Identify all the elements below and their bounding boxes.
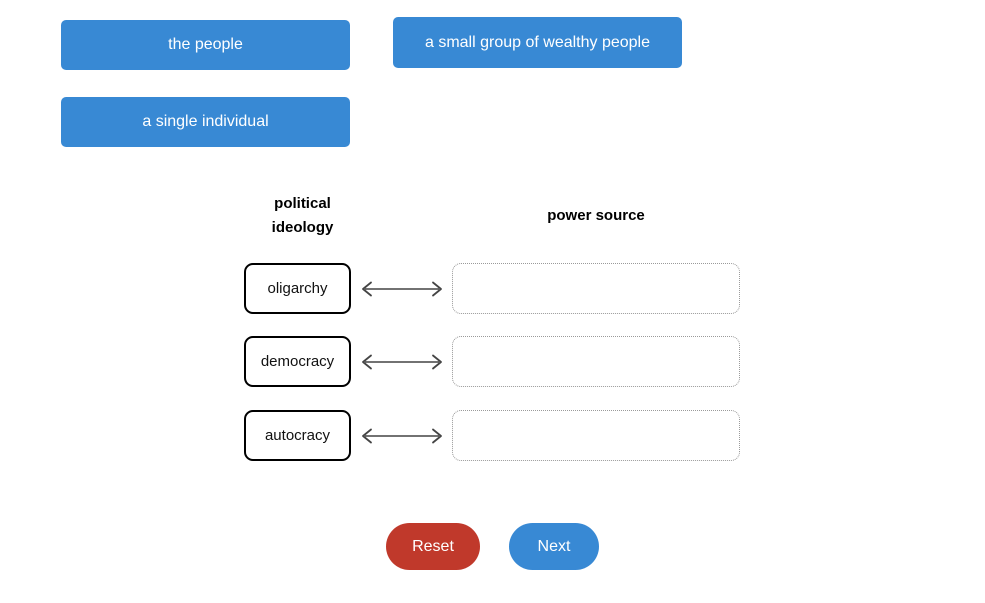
term-box-oligarchy: oligarchy	[244, 263, 351, 314]
match-row: oligarchy	[244, 263, 740, 314]
column-header-line-1: political	[274, 195, 331, 212]
draggable-answer-chip[interactable]: a single individual	[61, 97, 350, 147]
column-header-line-2: ideology	[271, 219, 334, 236]
double-headed-arrow-icon	[351, 336, 452, 387]
match-row: autocracy	[244, 410, 740, 461]
match-row: democracy	[244, 336, 740, 387]
column-header-power-source: power source	[547, 207, 645, 224]
draggable-answer-chip[interactable]: a small group of wealthy people	[393, 17, 682, 68]
next-button[interactable]: Next	[509, 523, 599, 570]
column-header-political-ideology: political ideology	[244, 192, 361, 240]
double-headed-arrow-icon	[351, 263, 452, 314]
reset-button[interactable]: Reset	[386, 523, 480, 570]
term-box-democracy: democracy	[244, 336, 351, 387]
drop-zone-power-source[interactable]	[452, 263, 740, 314]
double-headed-arrow-icon	[351, 410, 452, 461]
draggable-answer-chip[interactable]: the people	[61, 20, 350, 70]
drop-zone-power-source[interactable]	[452, 336, 740, 387]
term-box-autocracy: autocracy	[244, 410, 351, 461]
drop-zone-power-source[interactable]	[452, 410, 740, 461]
